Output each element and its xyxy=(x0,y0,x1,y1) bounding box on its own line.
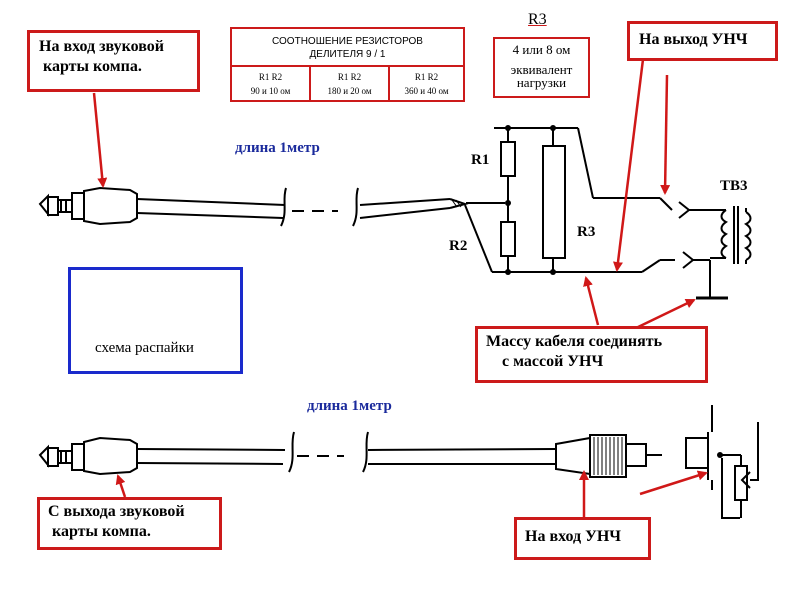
resistor-r3 xyxy=(542,145,566,259)
r3-box-title: R3 xyxy=(528,11,547,28)
table-column: R1 R2 360 и 40 ом xyxy=(390,67,463,102)
r3-box-line3: нагрузки xyxy=(516,75,567,90)
to-amp-output-label: На выход УНЧ xyxy=(627,21,778,61)
output-sound-card-text: С выхода звуковой карты компа. xyxy=(48,503,185,540)
table-column-values: 180 и 20 ом xyxy=(327,86,372,96)
input-sound-card-label: На вход звуковой карты компа. xyxy=(27,30,200,92)
wiring-scheme-caption: схема распайки xyxy=(95,340,194,356)
resistor-r1 xyxy=(500,141,516,177)
table-column-values: 90 и 10 ом xyxy=(250,86,291,96)
table-title-line2: ДЕЛИТЕЛЯ 9 / 1 xyxy=(309,49,386,60)
table-title: СООТНОШЕНИЕ РЕЗИСТОРОВ ДЕЛИТЕЛЯ 9 / 1 xyxy=(232,29,463,67)
r2-label: R2 xyxy=(449,238,468,254)
ground-note-label: Массу кабеля соединять с массой УНЧ xyxy=(475,326,708,383)
top-cable xyxy=(136,187,505,273)
r3-box-line2: эквивалент xyxy=(510,62,573,77)
table-column: R1 R2 90 и 10 ом xyxy=(232,67,311,102)
cable-length-bottom: длина 1метр xyxy=(307,398,392,414)
ground-note-text: Массу кабеля соединять с массой УНЧ xyxy=(486,333,663,370)
table-column-header: R1 R2 xyxy=(258,72,283,82)
socket-junction-dot xyxy=(717,452,723,458)
bottom-jack-plug xyxy=(38,436,138,476)
rca-socket-and-pot xyxy=(685,405,759,519)
wiring-scheme-inset: схема распайки xyxy=(68,267,243,374)
table-title-line1: СООТНОШЕНИЕ РЕЗИСТОРОВ xyxy=(272,36,423,47)
r3-label: R3 xyxy=(577,224,596,240)
r3-box-line1: 4 или 8 ом xyxy=(512,42,571,57)
output-sound-card-label: С выхода звуковой карты компа. xyxy=(37,497,222,550)
top-jack-plug xyxy=(38,186,138,226)
input-sound-card-text: На вход звуковой карты компа. xyxy=(39,38,164,75)
resistor-r2 xyxy=(500,221,516,257)
divider-circuit xyxy=(492,127,728,300)
table-column-header: R1 R2 xyxy=(337,72,362,82)
table-column-header: R1 R2 xyxy=(414,72,439,82)
junction-dots xyxy=(505,125,556,275)
to-amp-input-text: На вход УНЧ xyxy=(525,528,622,545)
to-amp-output-text: На выход УНЧ xyxy=(639,31,748,48)
resistor-ratio-table: СООТНОШЕНИЕ РЕЗИСТОРОВ ДЕЛИТЕЛЯ 9 / 1 R1… xyxy=(230,27,465,102)
cable-length-top: длина 1метр xyxy=(235,140,320,156)
table-column-values: 360 и 40 ом xyxy=(404,86,449,96)
rca-plug xyxy=(555,434,662,478)
table-column: R1 R2 180 и 20 ом xyxy=(311,67,390,102)
r1-label: R1 xyxy=(471,152,490,168)
r3-load-box: 4 или 8 ом эквивалент нагрузки xyxy=(493,37,590,98)
to-amp-input-label: На вход УНЧ xyxy=(514,517,651,560)
transformer-label: ТВ3 xyxy=(720,178,748,194)
transformer-tv3 xyxy=(710,206,752,264)
bottom-cable xyxy=(136,431,557,473)
